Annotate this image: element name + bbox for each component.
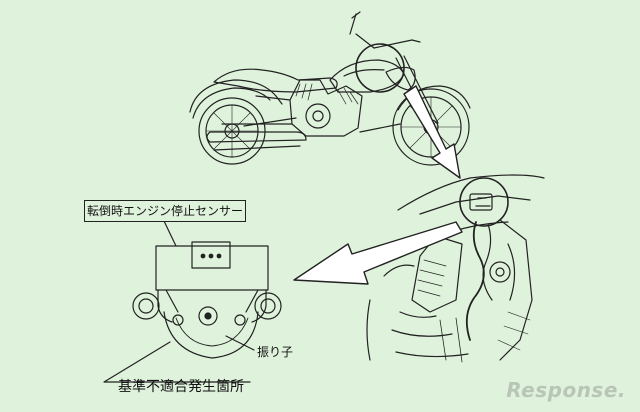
zoom-arrow bbox=[403, 85, 461, 179]
pendulum-leader-line bbox=[225, 335, 255, 351]
pendulum bbox=[163, 311, 259, 359]
pendulum-label: 振り子 bbox=[257, 345, 294, 359]
sensor-connector bbox=[191, 241, 231, 269]
response-watermark: Response. bbox=[506, 378, 626, 402]
seat bbox=[213, 68, 338, 93]
zoomed-detail bbox=[366, 174, 545, 363]
location-circle-large bbox=[355, 43, 405, 93]
fuel-tank bbox=[329, 59, 405, 93]
sensor-body bbox=[155, 245, 269, 291]
sensor-label: 転倒時エンジン停止センサー bbox=[84, 200, 246, 222]
defect-leader-line bbox=[103, 341, 251, 383]
rear-fender bbox=[189, 79, 283, 113]
rear-wheel bbox=[198, 97, 266, 165]
sensor-leader-line bbox=[163, 220, 177, 247]
mounting-ear-left bbox=[132, 292, 160, 320]
exhaust-pipe bbox=[206, 131, 307, 143]
mounting-ear-right bbox=[254, 292, 282, 320]
defect-location-label: 基準不適合発生箇所 bbox=[118, 379, 244, 395]
engine-block bbox=[289, 79, 363, 137]
sensor-detail bbox=[103, 220, 282, 383]
motorcycle-illustration bbox=[189, 11, 471, 166]
location-circle-zoom bbox=[459, 177, 509, 227]
pendulum-pivot bbox=[198, 306, 218, 326]
detail-arrow bbox=[293, 221, 463, 285]
